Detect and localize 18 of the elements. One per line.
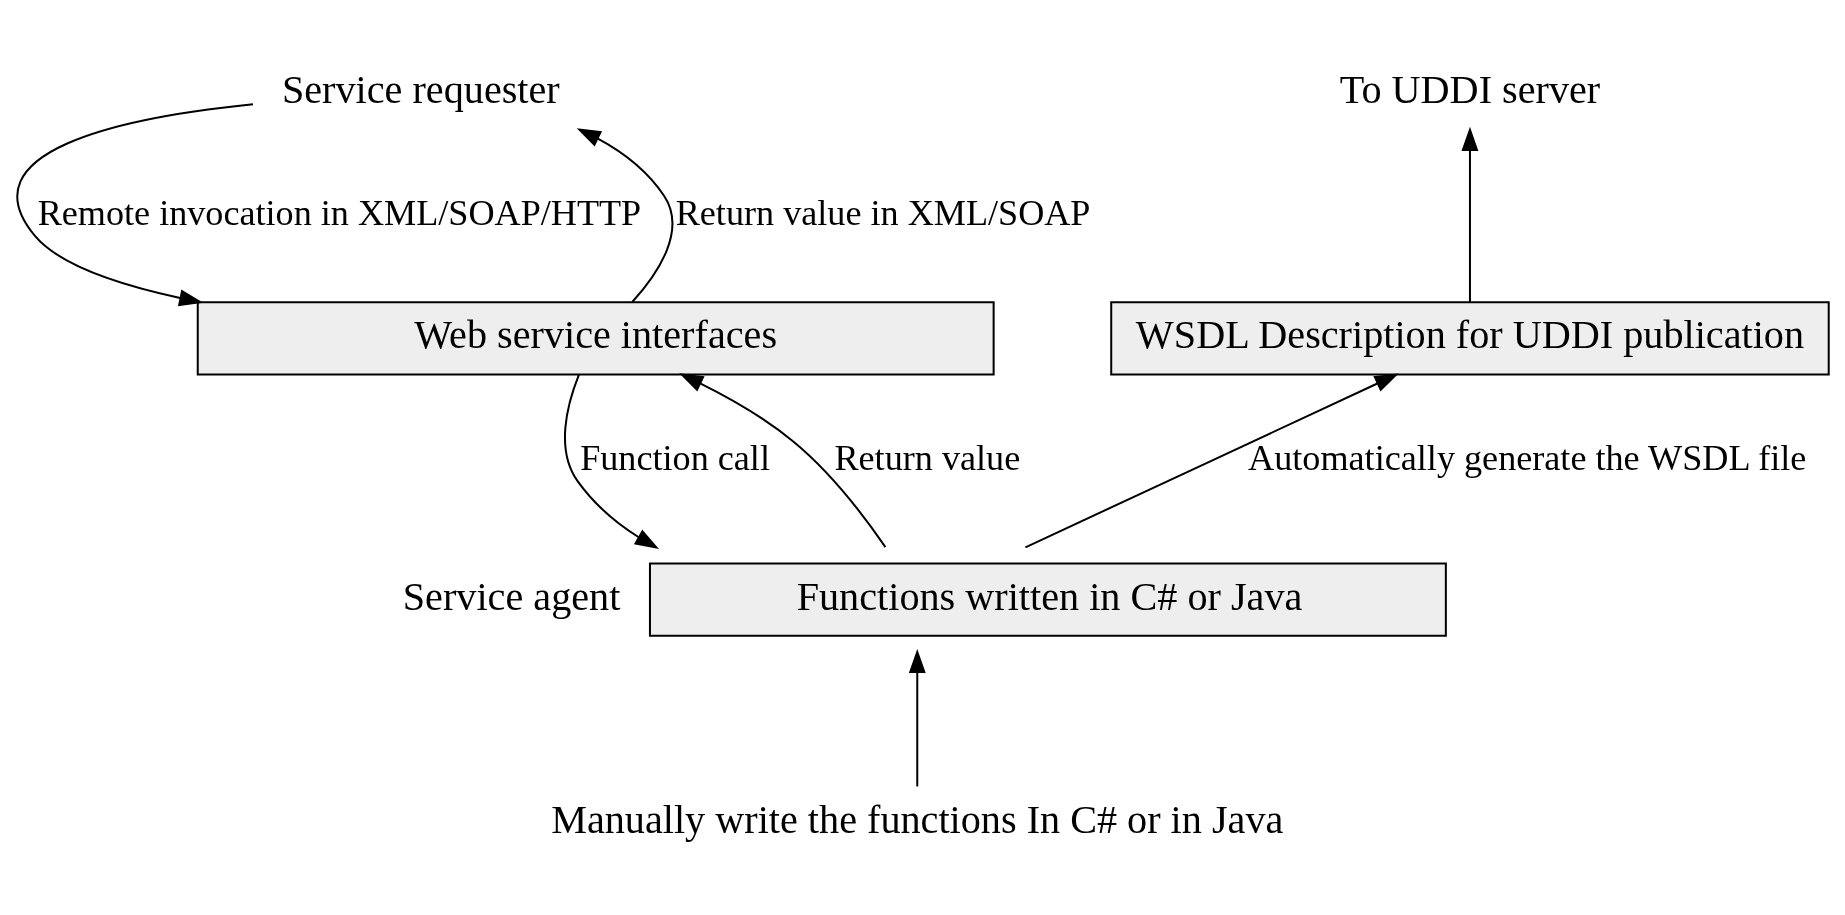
arrow	[576, 127, 674, 303]
node-text: To UDDI server	[1339, 66, 1601, 112]
arrow	[564, 374, 660, 549]
arrow	[679, 372, 887, 548]
arrow	[16, 102, 254, 306]
edge-label: Return value in XML/SOAP	[675, 192, 1091, 233]
arrow	[1461, 126, 1479, 302]
node-text: Service requester	[281, 66, 560, 112]
node-box: Web service interfaces	[196, 300, 995, 376]
arrow	[908, 648, 926, 786]
node-label: Service agent	[402, 573, 621, 619]
edge-label: Function call	[580, 437, 770, 478]
edge-label: Return value	[834, 437, 1021, 478]
edge-label: Automatically generate the WSDL file	[1248, 437, 1807, 478]
edge-label: Remote invocation in XML/SOAP/HTTP	[37, 192, 642, 233]
arrow	[1025, 373, 1399, 548]
node-text: Manually write the functions In C# or in Java	[551, 796, 1284, 842]
node-box: WSDL Description for UDDI publication	[1110, 300, 1830, 376]
